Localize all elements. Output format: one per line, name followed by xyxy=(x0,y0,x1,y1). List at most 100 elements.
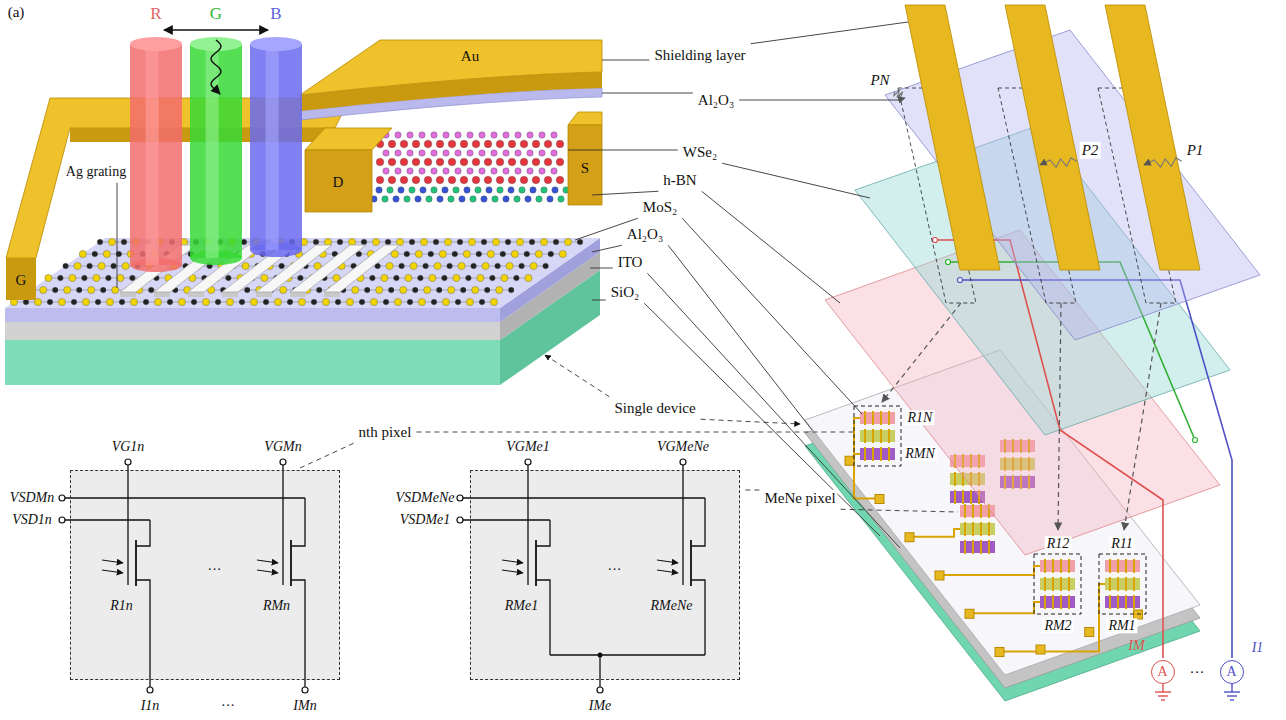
atom xyxy=(119,299,125,305)
atom xyxy=(63,263,69,269)
pixel-device xyxy=(1040,578,1075,590)
atom xyxy=(58,275,64,281)
electrode-finger xyxy=(970,490,972,504)
atom xyxy=(448,176,456,184)
atom xyxy=(241,239,247,245)
electrode-finger xyxy=(880,429,882,443)
atom xyxy=(556,140,564,148)
shielding-strip xyxy=(1005,5,1100,270)
mapping-arrow xyxy=(882,303,961,402)
terminal xyxy=(457,495,463,501)
atom xyxy=(463,250,470,257)
channel xyxy=(135,540,137,586)
contact-pad xyxy=(905,533,914,542)
atom xyxy=(410,262,417,269)
atom xyxy=(527,150,533,156)
atom xyxy=(471,263,477,269)
atom xyxy=(418,275,424,281)
atom xyxy=(419,168,425,174)
pixel-device xyxy=(1105,560,1140,572)
atom xyxy=(453,274,460,281)
atom xyxy=(376,158,384,166)
circuit-ground xyxy=(470,470,740,680)
atom xyxy=(409,239,415,245)
atom xyxy=(511,250,518,257)
atom xyxy=(274,298,281,305)
leader-line xyxy=(701,419,800,424)
label: MoS₂ xyxy=(641,199,679,216)
atom xyxy=(514,275,520,281)
light-zigzag xyxy=(1144,158,1182,168)
light-zigzag xyxy=(1040,158,1077,168)
device-label: RMe1 xyxy=(505,598,538,613)
gate-wire xyxy=(127,465,128,585)
electrode-finger xyxy=(1060,595,1062,609)
electrode-finger xyxy=(872,429,874,443)
electrode-finger xyxy=(888,411,890,425)
atom xyxy=(455,299,461,305)
atom xyxy=(423,263,429,269)
atom xyxy=(556,158,564,166)
atom xyxy=(530,187,536,193)
source-electrode xyxy=(568,125,602,205)
atom xyxy=(539,150,545,156)
atom xyxy=(71,299,77,305)
atom xyxy=(536,196,542,202)
atom xyxy=(491,132,497,138)
atom xyxy=(106,275,112,281)
atom xyxy=(106,298,113,305)
ammeter-symbol: I1A xyxy=(1220,660,1244,684)
beam-highlight xyxy=(146,44,159,265)
leader-line xyxy=(751,22,908,44)
atom xyxy=(532,158,540,166)
ground-symbol xyxy=(1155,691,1171,692)
electrode-finger xyxy=(1052,577,1054,591)
atom xyxy=(443,132,449,138)
sd-wire xyxy=(463,497,705,498)
label: VGMeNe xyxy=(657,439,709,454)
atom xyxy=(337,239,343,245)
label: VG1n xyxy=(112,439,145,454)
atom xyxy=(412,140,420,148)
sio2-front xyxy=(5,340,500,385)
atom xyxy=(519,263,525,269)
mapping-arrow xyxy=(1124,303,1161,530)
channel xyxy=(690,540,692,586)
atom xyxy=(407,150,413,156)
atom xyxy=(45,274,52,281)
electrode-finger xyxy=(864,429,866,443)
atom xyxy=(470,196,476,202)
atom xyxy=(313,239,319,245)
atom xyxy=(505,239,511,245)
electrode-finger xyxy=(972,504,974,518)
readout-wire xyxy=(960,280,1232,658)
atom xyxy=(383,299,389,305)
atom xyxy=(383,168,389,174)
electrode-finger xyxy=(988,540,990,554)
atom xyxy=(215,299,221,305)
atom xyxy=(431,299,437,305)
grating-bar-front xyxy=(222,292,238,297)
atom xyxy=(364,287,370,293)
circuit-ground xyxy=(70,470,340,680)
sd-wire xyxy=(463,519,550,520)
gold-wire xyxy=(854,454,879,499)
atom xyxy=(47,299,53,305)
light-arrow xyxy=(257,570,278,573)
meter-label: A xyxy=(1157,664,1167,679)
atom xyxy=(442,298,449,305)
atom xyxy=(492,196,498,202)
atom xyxy=(516,238,523,245)
shielding-strip xyxy=(1105,5,1200,270)
electrode-finger xyxy=(872,411,874,425)
atom xyxy=(466,298,473,305)
atom xyxy=(407,168,413,174)
atom xyxy=(448,158,456,166)
electrode-finger xyxy=(972,540,974,554)
atom xyxy=(490,275,496,281)
beam-top xyxy=(190,37,242,51)
pixel-device xyxy=(1040,596,1075,608)
atom xyxy=(376,286,383,293)
